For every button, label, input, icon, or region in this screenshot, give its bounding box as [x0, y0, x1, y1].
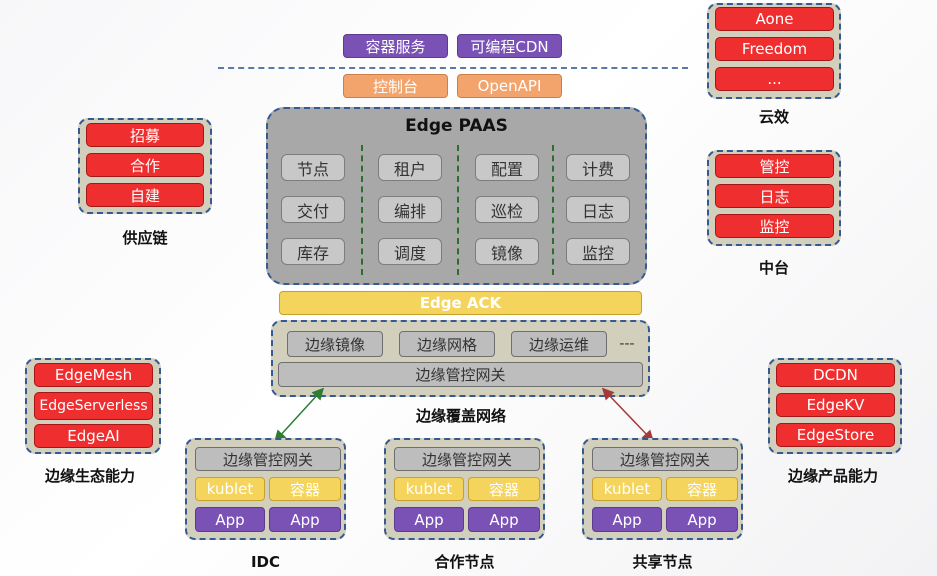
paas-orchestration[interactable]: 编排	[378, 196, 442, 223]
paas-node[interactable]: 节点	[281, 154, 345, 181]
service-container[interactable]: 容器服务	[343, 34, 448, 58]
paas-image[interactable]: 镜像	[475, 238, 539, 265]
paas-logs[interactable]: 日志	[566, 196, 630, 223]
paas-separator-1	[361, 145, 363, 275]
edgeai-item[interactable]: EdgeAI	[34, 424, 153, 448]
shared-node-label: 共享节点	[632, 553, 693, 571]
dcdn-item[interactable]: DCDN	[776, 363, 895, 387]
idc-app-2[interactable]: App	[269, 507, 341, 532]
freedom-item[interactable]: Freedom	[715, 37, 834, 61]
partner-app-1[interactable]: App	[394, 507, 464, 532]
edge-ecosystem-label: 边缘生态能力	[44, 467, 135, 485]
edgeserverless-item[interactable]: EdgeServerless	[34, 392, 153, 420]
partner-item[interactable]: 合作	[86, 153, 204, 177]
logs-item[interactable]: 日志	[715, 184, 834, 208]
control-item[interactable]: 管控	[715, 154, 834, 178]
paas-separator-2	[457, 145, 459, 275]
top-divider	[218, 67, 688, 69]
partner-node-label: 合作节点	[434, 553, 495, 571]
edgemesh-item[interactable]: EdgeMesh	[34, 363, 153, 387]
paas-tenant[interactable]: 租户	[378, 154, 442, 181]
edge-mesh-item[interactable]: 边缘网格	[399, 331, 495, 357]
shared-app-1[interactable]: App	[592, 507, 662, 532]
shared-link-arrow	[601, 387, 655, 443]
paas-monitoring[interactable]: 监控	[566, 238, 630, 265]
edge-paas-title: Edge PAAS	[405, 116, 508, 136]
partner-container[interactable]: 容器	[468, 477, 540, 501]
shared-container[interactable]: 容器	[666, 477, 738, 501]
recruit-item[interactable]: 招募	[86, 123, 204, 147]
overlay-control-gateway[interactable]: 边缘管控网关	[278, 362, 643, 387]
paas-inventory[interactable]: 库存	[281, 238, 345, 265]
shared-app-2[interactable]: App	[666, 507, 738, 532]
paas-inspection[interactable]: 巡检	[475, 196, 539, 223]
console-button[interactable]: 控制台	[343, 74, 448, 98]
idc-label: IDC	[250, 553, 281, 571]
idc-link-arrow	[273, 387, 325, 443]
idc-container[interactable]: 容器	[269, 477, 341, 501]
cloud-efficiency-label: 云效	[758, 108, 789, 126]
paas-delivery[interactable]: 交付	[281, 196, 345, 223]
monitoring-item[interactable]: 监控	[715, 214, 834, 238]
aone-item[interactable]: Aone	[715, 7, 834, 31]
edgestore-item[interactable]: EdgeStore	[776, 423, 895, 447]
partner-gateway[interactable]: 边缘管控网关	[394, 447, 540, 471]
service-programmable-cdn[interactable]: 可编程CDN	[457, 34, 562, 58]
paas-separator-3	[552, 145, 554, 275]
shared-kubelet[interactable]: kublet	[592, 477, 662, 501]
supply-chain-label: 供应链	[122, 229, 168, 247]
partner-app-2[interactable]: App	[468, 507, 540, 532]
middle-platform-label: 中台	[758, 259, 789, 277]
shared-gateway[interactable]: 边缘管控网关	[592, 447, 738, 471]
paas-scheduling[interactable]: 调度	[378, 238, 442, 265]
edge-product-label: 边缘产品能力	[787, 467, 878, 485]
paas-config[interactable]: 配置	[475, 154, 539, 181]
edgekv-item[interactable]: EdgeKV	[776, 393, 895, 417]
overlay-network-label: 边缘覆盖网络	[415, 407, 506, 425]
idc-gateway[interactable]: 边缘管控网关	[195, 447, 341, 471]
idc-app-1[interactable]: App	[195, 507, 265, 532]
self-built-item[interactable]: 自建	[86, 183, 204, 207]
more-item[interactable]: ...	[715, 67, 834, 91]
paas-billing[interactable]: 计费	[566, 154, 630, 181]
partner-kubelet[interactable]: kublet	[394, 477, 464, 501]
edge-ops-item[interactable]: 边缘运维	[511, 331, 607, 357]
edge-ack-bar[interactable]: Edge ACK	[279, 291, 642, 315]
idc-kubelet[interactable]: kublet	[195, 477, 265, 501]
openapi-button[interactable]: OpenAPI	[457, 74, 562, 98]
edge-image-item[interactable]: 边缘镜像	[287, 331, 383, 357]
overlay-more-indicator: ---	[619, 336, 635, 352]
